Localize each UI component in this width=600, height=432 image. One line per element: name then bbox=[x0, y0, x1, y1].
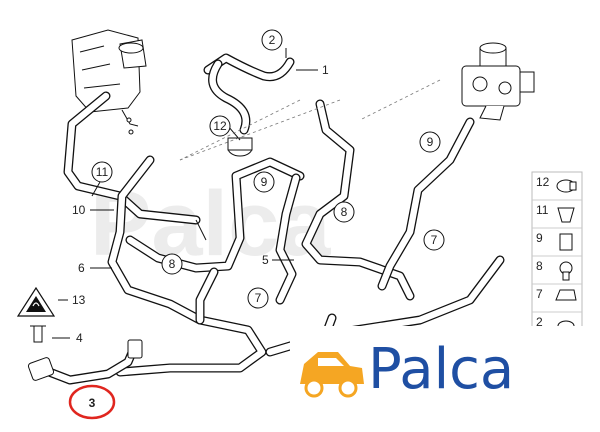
callout-7a: 7 bbox=[423, 229, 445, 251]
svg-text:4: 4 bbox=[76, 331, 83, 345]
callout-1: 1 bbox=[322, 63, 329, 77]
logo-text: Palca bbox=[368, 337, 514, 402]
clip-4 bbox=[30, 325, 46, 343]
svg-text:12: 12 bbox=[213, 119, 227, 133]
car-icon bbox=[300, 352, 364, 398]
legend-label-9: 9 bbox=[536, 231, 543, 245]
callout-11: 11 bbox=[91, 161, 113, 183]
legend-label-11: 11 bbox=[536, 203, 549, 217]
svg-text:9: 9 bbox=[427, 135, 434, 149]
holder-icon bbox=[559, 233, 573, 251]
hose-3 bbox=[27, 339, 143, 385]
palca-logo: Palca bbox=[290, 326, 590, 426]
svg-text:11: 11 bbox=[96, 165, 109, 179]
svg-text:10: 10 bbox=[72, 203, 86, 217]
expansion-tank bbox=[71, 29, 147, 135]
parts-legend: 12 11 9 8 7 2 bbox=[531, 171, 583, 341]
svg-text:7: 7 bbox=[431, 233, 438, 247]
svg-text:13: 13 bbox=[72, 293, 86, 307]
callout-5: 5 bbox=[262, 253, 269, 267]
callout-8b: 8 bbox=[161, 253, 183, 275]
callout-3: 3 bbox=[68, 384, 116, 420]
hose-2 bbox=[203, 53, 295, 157]
hose-8 bbox=[275, 99, 415, 305]
clip-icon bbox=[557, 207, 575, 223]
grommet-icon bbox=[559, 261, 573, 281]
svg-text:9: 9 bbox=[261, 175, 268, 189]
svg-text:2: 2 bbox=[269, 33, 276, 47]
callout-4: 4 bbox=[76, 331, 83, 345]
svg-text:8: 8 bbox=[169, 257, 176, 271]
svg-text:6: 6 bbox=[78, 261, 85, 275]
leader-lines bbox=[52, 48, 441, 339]
svg-text:1: 1 bbox=[322, 63, 329, 77]
bracket-icon bbox=[555, 289, 577, 301]
callout-2: 2 bbox=[261, 29, 283, 51]
hose-clamp-icon bbox=[556, 179, 577, 193]
hot-coolant-warning-icon bbox=[16, 286, 56, 317]
callout-9a: 9 bbox=[253, 171, 275, 193]
svg-text:7: 7 bbox=[255, 291, 262, 305]
callout-10: 10 bbox=[72, 203, 86, 217]
legend-label-2: 2 bbox=[536, 315, 543, 329]
callout-9b: 9 bbox=[419, 131, 441, 153]
legend-label-8: 8 bbox=[536, 259, 543, 273]
valve-unit bbox=[461, 42, 535, 121]
callout-13: 13 bbox=[72, 293, 86, 307]
svg-text:5: 5 bbox=[262, 253, 269, 267]
callout-12: 12 bbox=[209, 115, 231, 137]
svg-text:8: 8 bbox=[341, 205, 348, 219]
svg-text:3: 3 bbox=[89, 396, 96, 410]
callout-8a: 8 bbox=[333, 201, 355, 223]
hose-10 bbox=[63, 91, 207, 241]
callout-6: 6 bbox=[78, 261, 85, 275]
callout-7b: 7 bbox=[247, 287, 269, 309]
legend-label-7: 7 bbox=[536, 287, 543, 301]
legend-label-12: 12 bbox=[536, 175, 550, 189]
